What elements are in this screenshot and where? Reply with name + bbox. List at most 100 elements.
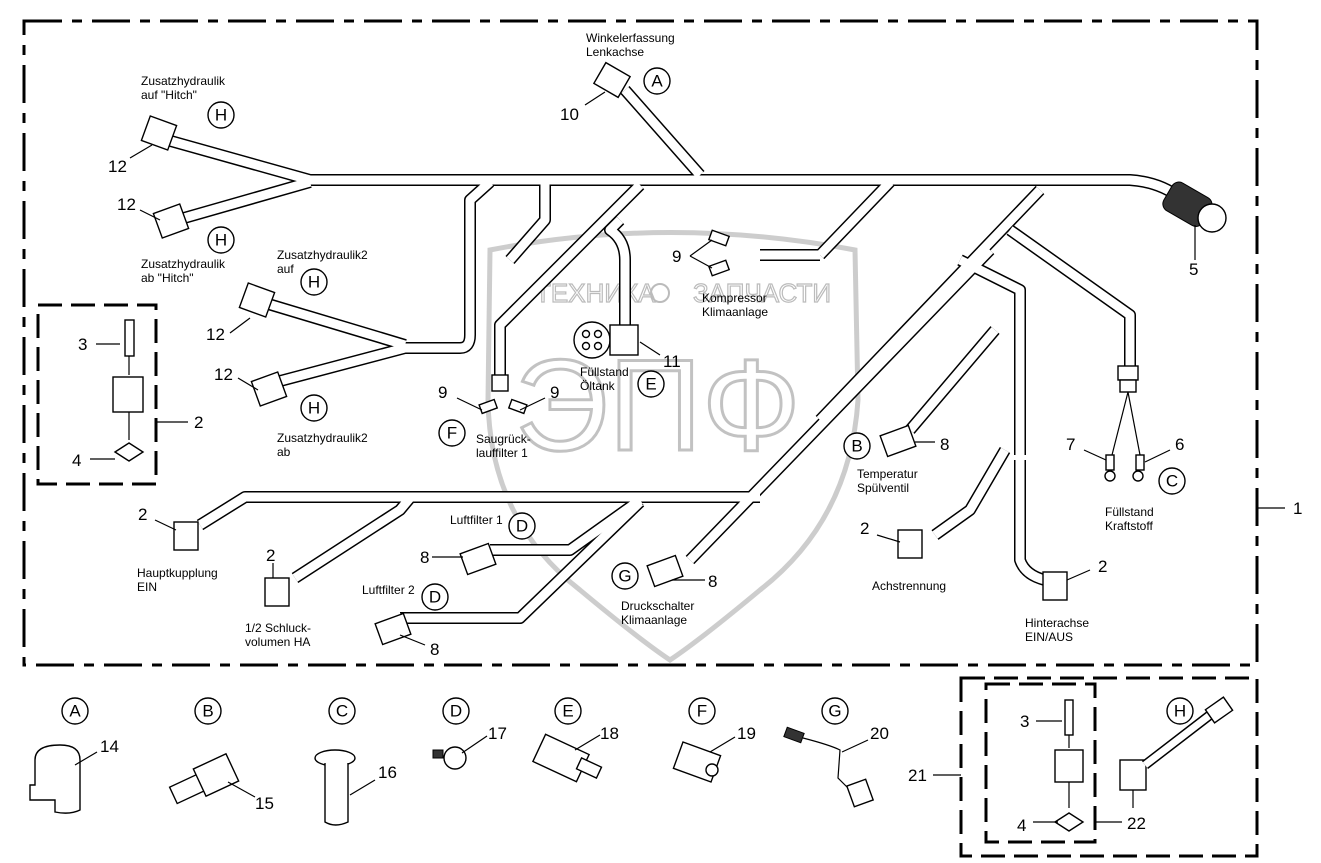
- callout-B: B: [843, 432, 871, 460]
- terminals-9-saugrueck: [456, 374, 546, 415]
- svg-text:H: H: [215, 231, 227, 250]
- legend-A-14: A 14: [29, 697, 119, 814]
- watermark: ТЕХНИКА ЗАПЧАСТИ ЭПФ: [485, 230, 861, 664]
- connectors-12: [140, 115, 288, 407]
- leader-12b: [139, 209, 161, 221]
- label-winkelerfassung-2: Lenkachse: [586, 45, 644, 59]
- label-fuellstand-kraftstoff-1: Füllstand: [1105, 505, 1154, 519]
- label-zusatz2-ab-1: Zusatzhydraulik2: [277, 431, 368, 445]
- part-number-4b: 4: [1017, 816, 1026, 835]
- part-number-4: 4: [72, 451, 81, 470]
- part-number-16: 16: [378, 763, 397, 782]
- connector-11: [573, 321, 639, 359]
- part-number-12a: 12: [108, 157, 127, 176]
- part-number-21: 21: [908, 766, 927, 785]
- part-number-10: 10: [560, 105, 579, 124]
- label-zusatz2-auf-1: Zusatzhydraulik2: [277, 248, 368, 262]
- part-number-8-lf2: 8: [430, 640, 439, 659]
- part-number-7: 7: [1066, 435, 1075, 454]
- part-number-15: 15: [255, 794, 274, 813]
- label-temperatur-2: Spülventil: [857, 481, 909, 495]
- leader-8-lf2: [399, 634, 426, 646]
- leader-12a: [129, 144, 153, 159]
- label-fuellstand-oel-1: Füllstand: [580, 365, 629, 379]
- legend-G-20: G 20: [783, 697, 889, 808]
- svg-text:B: B: [851, 437, 862, 456]
- callout-C: C: [1158, 467, 1186, 495]
- watermark-gear-icon: [650, 283, 670, 303]
- part-number-11: 11: [663, 352, 681, 371]
- label-fuellstand-oel-2: Öltank: [580, 379, 616, 393]
- svg-text:F: F: [697, 702, 707, 721]
- fuel-level-terminals: [1104, 365, 1145, 482]
- leader-2-haupt: [154, 519, 177, 531]
- part-number-2-haupt: 2: [138, 505, 147, 524]
- svg-text:A: A: [651, 72, 663, 91]
- callout-H-1: H: [207, 101, 235, 129]
- part-number-12b: 12: [117, 195, 136, 214]
- legend-B-15: B 15: [168, 697, 274, 813]
- part-number-6: 6: [1175, 435, 1184, 454]
- label-zusatz2-auf-2: auf: [277, 262, 294, 276]
- label-hauptkupplung-1: Hauptkupplung: [137, 566, 218, 580]
- part-number-20: 20: [870, 724, 889, 743]
- leader-2-achs: [876, 534, 901, 543]
- callout-H-4: H: [300, 394, 328, 422]
- label-hinterachse-2: EIN/AUS: [1025, 630, 1073, 644]
- terminals-9-kompressor: [689, 229, 731, 277]
- label-temperatur-1: Temperatur: [857, 467, 918, 481]
- connector-10: [592, 61, 632, 99]
- legend-C-16: C 16: [314, 697, 397, 826]
- watermark-left-text: ТЕХНИКА: [535, 278, 656, 308]
- leader-11: [639, 341, 661, 356]
- part-number-3b: 3: [1020, 712, 1029, 731]
- label-luftfilter-2: Luftfilter 2: [362, 583, 415, 597]
- callout-D-2: D: [421, 583, 449, 611]
- callouts: A H H H H E F B C D D G: [207, 67, 1186, 611]
- part-number-2-schluck: 2: [266, 546, 275, 565]
- part-number-18: 18: [600, 724, 619, 743]
- label-achstrennung: Achstrennung: [872, 579, 946, 593]
- label-zusatz-ab-hitch-2: ab "Hitch": [141, 271, 194, 285]
- callout-F: F: [438, 419, 466, 447]
- leader-6: [1144, 449, 1171, 463]
- label-kompressor-2: Klimaanlage: [702, 305, 768, 319]
- callout-G: G: [611, 562, 639, 590]
- part-number-2-box: 2: [194, 413, 203, 432]
- label-saugrueck-2: lauffilter 1: [476, 446, 528, 460]
- label-hauptkupplung-2: EIN: [137, 580, 157, 594]
- connectors-8: [374, 424, 917, 646]
- legend-E-18: E 18: [531, 697, 619, 783]
- label-saugrueck-1: Saugrück-: [476, 432, 531, 446]
- svg-text:E: E: [645, 375, 656, 394]
- svg-text:E: E: [562, 702, 573, 721]
- legend-D-17: D 17: [432, 697, 507, 770]
- kit-box-2: [36, 303, 158, 486]
- part-number-19: 19: [737, 724, 756, 743]
- connector-5: [1162, 181, 1227, 233]
- kit-2-parts: [112, 319, 145, 462]
- leader-2-hinter: [1066, 569, 1091, 581]
- leader-12d: [237, 377, 259, 391]
- part-number-5: 5: [1189, 260, 1198, 279]
- label-kompressor-1: Kompressor: [702, 291, 767, 305]
- svg-text:G: G: [828, 702, 841, 721]
- svg-text:H: H: [215, 106, 227, 125]
- solenoid-connectors-2: [173, 521, 1068, 607]
- label-zusatz-auf-hitch-2: auf "Hitch": [141, 88, 197, 102]
- leader-7: [1083, 449, 1107, 461]
- callout-E: E: [637, 370, 665, 398]
- svg-text:D: D: [429, 588, 441, 607]
- part-number-17: 17: [488, 724, 507, 743]
- leader-12c: [229, 317, 251, 334]
- svg-text:D: D: [450, 702, 462, 721]
- part-number-8-druck: 8: [708, 572, 717, 591]
- assembly-border: [22, 19, 1259, 667]
- label-zusatz2-ab-2: ab: [277, 445, 291, 459]
- label-schluckvolumen-2: volumen HA: [245, 635, 310, 649]
- part-number-2-hinter: 2: [1098, 557, 1107, 576]
- part-number-3: 3: [78, 335, 87, 354]
- legend-H: H: [1166, 697, 1194, 725]
- svg-text:C: C: [1166, 472, 1178, 491]
